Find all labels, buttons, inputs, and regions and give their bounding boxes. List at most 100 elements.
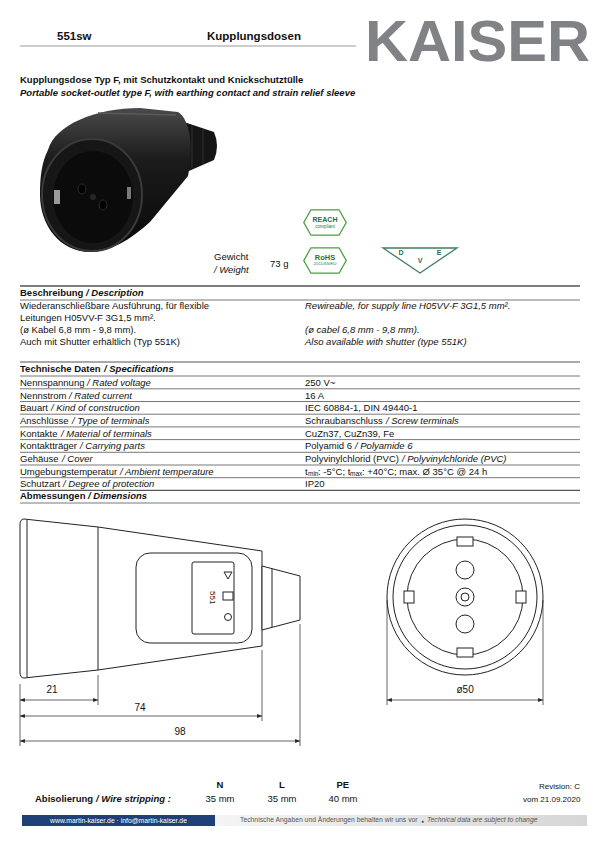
extension-line [262, 650, 263, 721]
label-text: Abisolierung [35, 793, 93, 804]
footer-band: www.martin-kaiser.de · info@martin-kaise… [22, 815, 215, 826]
header-rule [20, 46, 356, 47]
sleeve-rib [203, 129, 204, 164]
extension-line [98, 675, 99, 705]
label-text: / Polyvinylchloride (PVC) [402, 453, 507, 464]
label-text: / Specifications [104, 363, 174, 374]
body-highlight [98, 113, 176, 115]
label-text: Kontakte [20, 428, 58, 439]
label-text: PE [337, 779, 350, 790]
front-rim [27, 520, 28, 677]
table-rule [20, 465, 580, 466]
node-text: www.martin-kaiser.de · info@martin-kaise… [50, 817, 187, 824]
front-ring [98, 527, 99, 670]
tri-shape [383, 248, 457, 273]
label-text: 35 mm [268, 793, 297, 804]
guide-notch [516, 591, 526, 603]
label-text: Umgebungstemperatur [20, 466, 117, 477]
outer-rim [387, 519, 543, 675]
label-text: Nennstrom [20, 390, 66, 401]
label-text: ● [421, 818, 424, 824]
label-text: 40 mm [329, 793, 358, 804]
label-text: N [217, 779, 224, 790]
earthing-clip [127, 187, 131, 199]
front-view [387, 519, 543, 675]
label-text: max [350, 470, 362, 478]
label-text: 551sw [57, 30, 92, 44]
label-text: / Degree of protection [63, 478, 154, 489]
node-text: D [382, 249, 420, 257]
grip-panel [136, 553, 252, 643]
label-text: / Rated voltage [87, 377, 151, 388]
table-rule [20, 426, 580, 427]
side-view [20, 519, 300, 678]
socket-recess [407, 539, 523, 655]
label-text: Beschreibung [20, 287, 83, 298]
hex-shape [304, 248, 346, 273]
label-text: vom 21.09.2020 [523, 795, 580, 805]
label-text: min [308, 470, 318, 478]
mark-symbol [223, 592, 233, 600]
socket-recess [53, 151, 133, 243]
label-text: : -5°C; t [318, 466, 350, 477]
label-text: Technical data are subject to change [427, 816, 537, 824]
sleeve-rib [192, 126, 193, 168]
sleeve-outline [262, 566, 300, 630]
table-rule [20, 439, 580, 440]
label-text: / Ambient temperature [120, 466, 214, 477]
band-shape [22, 815, 215, 826]
label-text: / Wire stripping : [96, 793, 171, 804]
label-text: Also available with shutter (type 551K) [305, 336, 467, 347]
table-rule [20, 361, 580, 362]
label-text: Technische Daten [20, 363, 101, 374]
extension-line [300, 624, 301, 746]
label-text: 73 g [270, 258, 289, 269]
logo-text: KAISER [365, 6, 590, 76]
label-text: / Weight [214, 264, 249, 275]
sleeve-rib [272, 569, 273, 627]
dimension-line [20, 716, 262, 717]
label-inset [192, 562, 234, 634]
dimension-line [20, 741, 300, 742]
label-text: Technische Angaben und Änderungen behalt… [240, 816, 418, 824]
table-rule [20, 285, 580, 286]
socket-face [42, 139, 142, 251]
label-text: / Kind of construction [51, 402, 140, 413]
label-text: t [305, 466, 308, 477]
label-text: Gewicht [214, 251, 248, 262]
label-text: / Type of terminals [72, 415, 149, 426]
table-rule [20, 477, 580, 478]
label-text: / Polyamide 6 [355, 440, 413, 451]
label-text: ø50 [457, 684, 474, 696]
label-text: / Carrying parts [80, 440, 145, 451]
label-text: 16 A [305, 390, 324, 401]
mark-symbol [225, 614, 232, 621]
label-text: Auch mit Shutter erhältlich (Typ 551K) [20, 336, 180, 347]
label-text: 74 [135, 702, 146, 714]
pin-hole [78, 184, 86, 194]
label-text: Schraubanschluss [305, 415, 383, 426]
label-text: Schutzart [20, 478, 60, 489]
label-text: / Dimensions [88, 490, 147, 501]
label-text: IP20 [305, 478, 325, 489]
label-text: CuZn37, CuZn39, Fe [305, 428, 394, 439]
node-text: compliant [315, 224, 335, 229]
dimension-line [387, 700, 543, 701]
label-text: (ø cabel 6,8 mm - 9,8 mm). [305, 324, 420, 335]
label-text: Nennspannung [20, 377, 84, 388]
label-text: / Description [86, 287, 144, 298]
vde-mark: DEV [382, 247, 458, 274]
table-rule [20, 401, 580, 402]
label-text: Polyvinylchlorid (PVC) [305, 453, 399, 464]
inner-rim [393, 525, 537, 669]
label-text: 551 [207, 591, 217, 604]
dimension-line [20, 700, 98, 701]
label-text: Abmessungen [20, 490, 85, 501]
pin-hole [456, 561, 474, 579]
extension-line [20, 684, 21, 746]
extension-line [387, 600, 388, 705]
node-text: 2011/65/EU [314, 262, 337, 267]
hex-shape [304, 210, 346, 235]
node-text: V [382, 257, 458, 265]
